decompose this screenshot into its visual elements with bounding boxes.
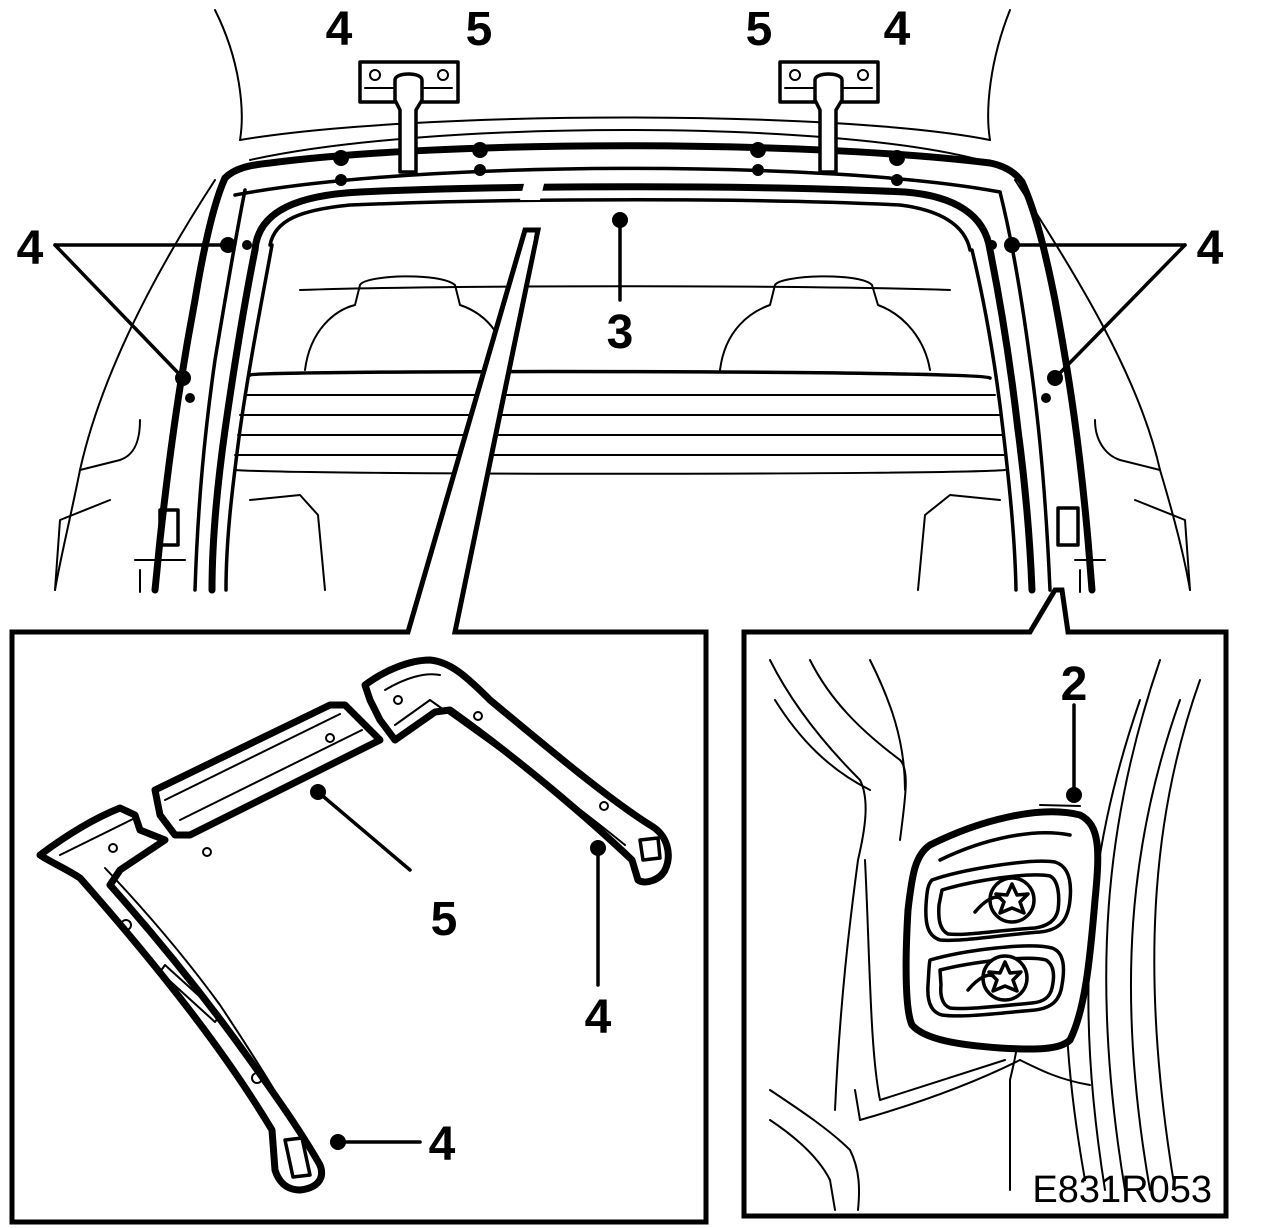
callout-side-left-4: 4 — [17, 222, 44, 275]
car-rear-view — [53, 9, 1191, 594]
callout-labels: 4 5 5 4 4 4 3 2 5 4 4 E831R053 — [17, 3, 1224, 1211]
left-inset-leaders — [310, 784, 606, 1150]
callout-side-right-4: 4 — [1197, 222, 1224, 275]
center-trim-piece — [151, 701, 384, 857]
callout-center-3: 3 — [607, 306, 634, 359]
seatbelt-guide-detail — [769, 659, 1201, 1211]
callout-top-right-5: 5 — [746, 3, 773, 56]
callout-inset-left-4-right: 4 — [585, 991, 612, 1044]
callout-inset-left-4-bottom: 4 — [429, 1118, 456, 1171]
callout-top-left-4: 4 — [326, 3, 353, 56]
right-trim-piece — [361, 656, 672, 886]
callout-inset-left-5: 5 — [431, 893, 458, 946]
callout-inset-right-2: 2 — [1061, 658, 1088, 711]
left-trim-piece — [36, 804, 326, 1194]
figure-code: E831R053 — [1032, 1169, 1212, 1211]
right-hinge — [778, 60, 880, 174]
torx-screw-upper-icon — [973, 876, 1036, 924]
left-hinge — [358, 60, 460, 174]
callout-top-left-5: 5 — [466, 3, 493, 56]
callout-top-right-4: 4 — [884, 3, 911, 56]
torx-screw-lower-icon — [966, 954, 1029, 1002]
